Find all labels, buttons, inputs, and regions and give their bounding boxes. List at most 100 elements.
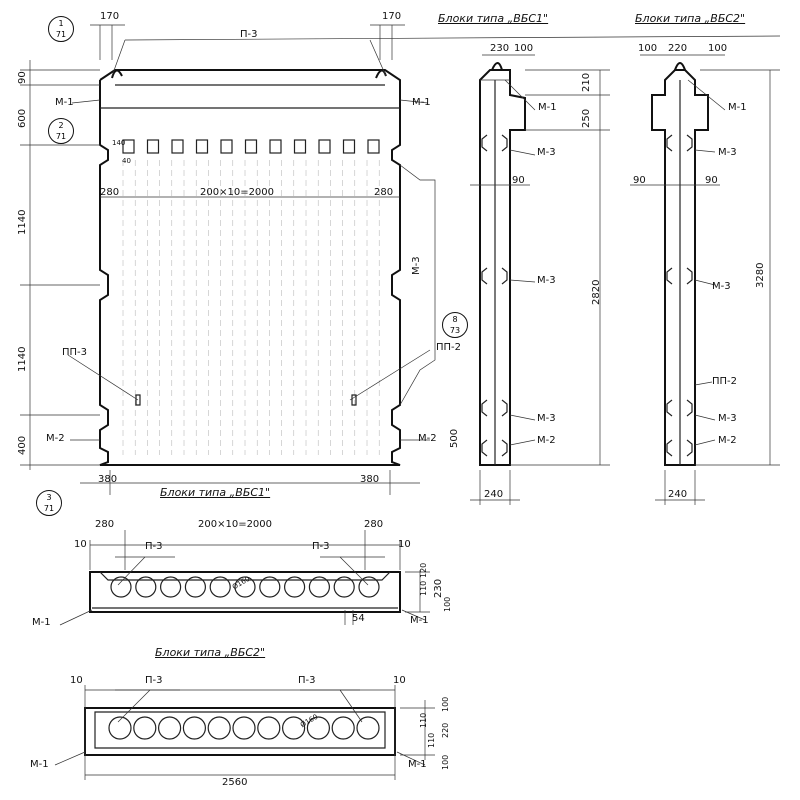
core-hole — [259, 576, 281, 598]
embedded-plate — [481, 267, 488, 285]
dim-54: 54 — [352, 613, 365, 624]
embedded-plate — [666, 439, 673, 457]
core-hole — [356, 716, 380, 740]
core-opening — [220, 139, 233, 154]
embedded-plate — [481, 399, 488, 417]
label-m1-plan2-left: М-1 — [30, 759, 49, 770]
label-m1-plan2-right: М-1 — [408, 759, 427, 770]
core-hole — [135, 576, 157, 598]
dim-220-plan2: 220 — [441, 722, 450, 738]
dim-10-plan2-left: 10 — [70, 675, 83, 686]
label-m2-side1: М-2 — [537, 435, 556, 446]
dim-100b-side2: 100 — [708, 43, 728, 54]
dim-v1140a: 1140 — [17, 209, 28, 235]
dim-240-side2: 240 — [668, 489, 688, 500]
embedded-plate — [666, 267, 673, 285]
dim-210: 210 — [581, 72, 592, 92]
core-opening — [122, 139, 135, 154]
core-hole — [232, 716, 256, 740]
dim-v1140b: 1140 — [17, 346, 28, 372]
dim-230-plan1: 230 — [433, 578, 444, 598]
core-hole — [158, 716, 182, 740]
embedded-plate — [686, 134, 693, 152]
label-m3-side2-b: М-3 — [712, 281, 731, 292]
dim-3280: 3280 — [755, 262, 766, 288]
dim-230: 230 — [490, 43, 510, 54]
dim-220-side2: 220 — [668, 43, 688, 54]
core-hole — [308, 576, 330, 598]
core-hole — [234, 576, 256, 598]
core-hole — [207, 716, 231, 740]
core-hole — [108, 716, 132, 740]
core-opening — [146, 139, 160, 154]
dim-40: 40 — [122, 157, 131, 165]
embedded-plate — [666, 399, 673, 417]
label-p3-plan1-left: П-3 — [145, 541, 163, 552]
embedded-plate — [481, 439, 488, 457]
embedded-plate — [501, 439, 508, 457]
dim-v600: 600 — [17, 108, 28, 128]
title-side-vbs1: Блоки типа „ВБС1" — [438, 12, 549, 25]
embedded-plate — [501, 267, 508, 285]
label-p3-plan1-right: П-3 — [312, 541, 330, 552]
dim-100-side1: 100 — [514, 43, 534, 54]
core-opening — [171, 139, 184, 154]
embedded-plate — [686, 439, 693, 457]
core-opening — [293, 139, 307, 154]
dim-120-plan1: 120 — [419, 562, 428, 578]
label-m3-side1-a: М-3 — [537, 147, 556, 158]
dim-280-plan1-right: 280 — [364, 519, 384, 530]
label-m2-side2: М-2 — [718, 435, 737, 446]
label-m3-side1-b: М-3 — [537, 275, 556, 286]
core-opening — [244, 139, 258, 154]
label-p3-plan2-left: П-3 — [145, 675, 163, 686]
core-opening — [195, 139, 209, 154]
dim-380-left: 380 — [98, 474, 118, 485]
dim-90a-side2: 90 — [633, 175, 646, 186]
label-m2-right: М-2 — [418, 433, 437, 444]
dim-90b-side2: 90 — [705, 175, 718, 186]
label-m3-bracket: М-3 — [411, 256, 422, 275]
core-hole — [184, 576, 206, 598]
label-m3-side2-c: М-3 — [718, 413, 737, 424]
plan-view-vbs2 — [54, 685, 435, 780]
label-m1-side2: М-1 — [728, 102, 747, 113]
embedded-plate — [666, 134, 673, 152]
dim-span-plan1: 200×10=2000 — [198, 519, 273, 530]
dim-380-right: 380 — [360, 474, 380, 485]
label-m1-right: М-1 — [412, 97, 431, 108]
label-p3-plan2-right: П-3 — [298, 675, 316, 686]
label-m2-left: М-2 — [46, 433, 65, 444]
label-pp3: ПП-3 — [62, 347, 88, 358]
dim-140: 140 — [112, 139, 126, 147]
dim-100-plan1: 100 — [443, 596, 452, 612]
label-pp2-side2: ПП-2 — [712, 376, 738, 387]
dim-10-plan2-right: 10 — [393, 675, 406, 686]
side-view-vbs2 — [630, 54, 780, 505]
label-m3-side1-c: М-3 — [537, 413, 556, 424]
dim-170-right: 170 — [382, 11, 402, 22]
dim-500: 500 — [449, 428, 460, 448]
dim-250: 250 — [581, 108, 592, 128]
core-hole — [182, 716, 206, 740]
label-pp2-elev: ПП-2 — [436, 342, 462, 353]
dim-240-side1: 240 — [484, 489, 504, 500]
dim-110b-plan2: 110 — [427, 732, 436, 748]
dim-100a-side2: 100 — [638, 43, 658, 54]
title-plan-vbs2: Блоки типа „ВБС2" — [155, 646, 266, 659]
label-m1-plan1-right: М-1 — [410, 615, 429, 626]
core-opening — [367, 139, 380, 154]
label-m1-side1: М-1 — [538, 102, 557, 113]
dim-v90: 90 — [17, 71, 28, 84]
plan-view-vbs1 — [59, 530, 430, 626]
core-hole — [306, 716, 330, 740]
dim-280-plan1-left: 280 — [95, 519, 115, 530]
label-m1-left: М-1 — [55, 97, 74, 108]
core-opening — [318, 139, 331, 154]
